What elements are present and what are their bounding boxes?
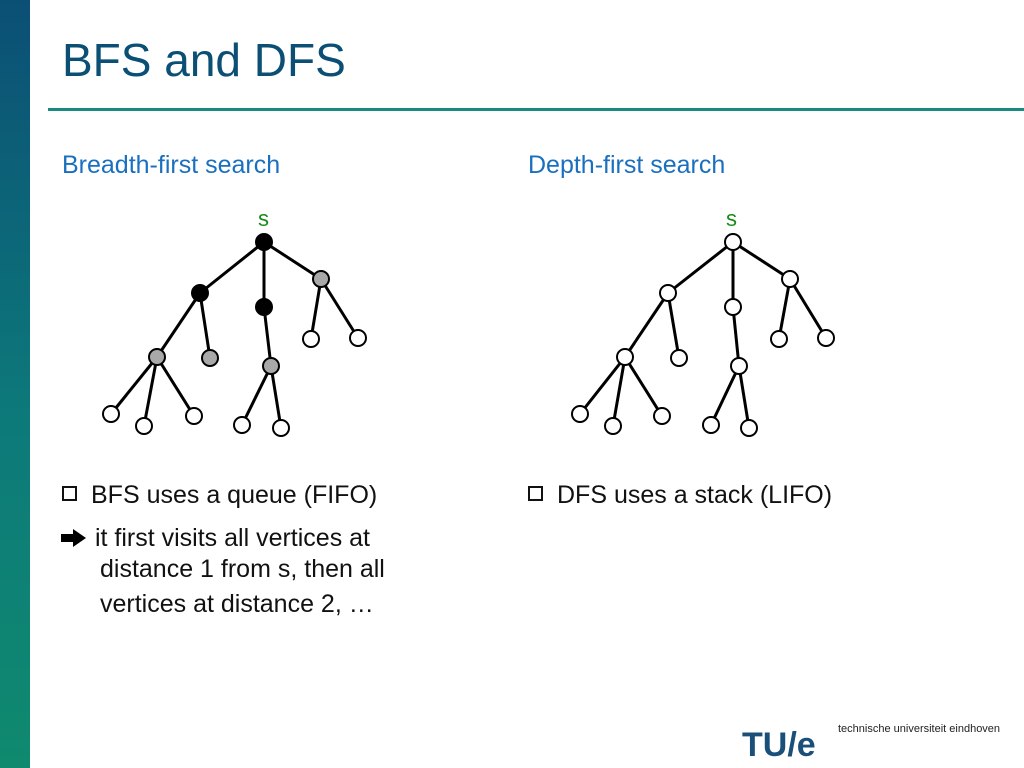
dfs-nodes — [571, 233, 835, 437]
square-bullet-icon — [62, 486, 77, 501]
dfs-node-s — [724, 233, 742, 251]
dfs-node — [740, 419, 758, 437]
bfs-node — [191, 284, 209, 302]
bfs-implication-line2: distance 1 from s, then all — [100, 555, 385, 583]
tue-logo: TU/e — [742, 726, 816, 762]
dfs-node — [781, 270, 799, 288]
bfs-tree — [109, 240, 360, 429]
bfs-node — [262, 357, 280, 375]
sidebar-band — [0, 0, 30, 768]
dfs-node — [616, 348, 634, 366]
bfs-implication-line3: vertices at distance 2, … — [100, 590, 374, 618]
bfs-implication: it first visits all vertices at — [60, 521, 370, 555]
dfs-node — [604, 417, 622, 435]
dfs-tree — [578, 240, 828, 429]
dfs-node — [670, 349, 688, 367]
logo-text: TU/e — [742, 726, 816, 762]
bfs-node — [185, 407, 203, 425]
bfs-node — [233, 416, 251, 434]
bfs-implication-line1: it first visits all vertices at — [94, 524, 371, 552]
dfs-node — [571, 405, 589, 423]
dfs-node — [653, 407, 671, 425]
bfs-node — [135, 417, 153, 435]
dfs-bullet: DFS uses a stack (LIFO) — [528, 478, 832, 512]
university-name: technische universiteit eindhoven — [838, 723, 1001, 735]
bfs-nodes — [102, 233, 367, 437]
bfs-node-s — [255, 233, 273, 251]
bfs-source-label: s — [258, 206, 269, 231]
dfs-source-label: s — [726, 206, 737, 231]
bfs-bullet-text: BFS uses a queue (FIFO) — [91, 481, 378, 509]
bfs-node — [302, 330, 320, 348]
right-arrow-icon — [61, 529, 86, 547]
bfs-node — [312, 270, 330, 288]
dfs-node — [659, 284, 677, 302]
dfs-node — [817, 329, 835, 347]
bfs-heading: Breadth-first search — [62, 151, 281, 179]
bfs-node — [148, 348, 166, 366]
square-bullet-icon — [528, 486, 543, 501]
dfs-node — [702, 416, 720, 434]
dfs-node — [730, 357, 748, 375]
bfs-bullet: BFS uses a queue (FIFO) — [62, 478, 377, 512]
dfs-node — [770, 330, 788, 348]
bfs-node — [272, 419, 290, 437]
bfs-node — [255, 298, 273, 316]
bfs-node — [102, 405, 120, 423]
dfs-heading: Depth-first search — [528, 151, 726, 179]
dfs-bullet-text: DFS uses a stack (LIFO) — [557, 481, 833, 509]
bfs-node — [349, 329, 367, 347]
bfs-node — [201, 349, 219, 367]
slide-title: BFS and DFS — [62, 34, 346, 86]
dfs-node — [724, 298, 742, 316]
title-divider — [48, 108, 1024, 111]
